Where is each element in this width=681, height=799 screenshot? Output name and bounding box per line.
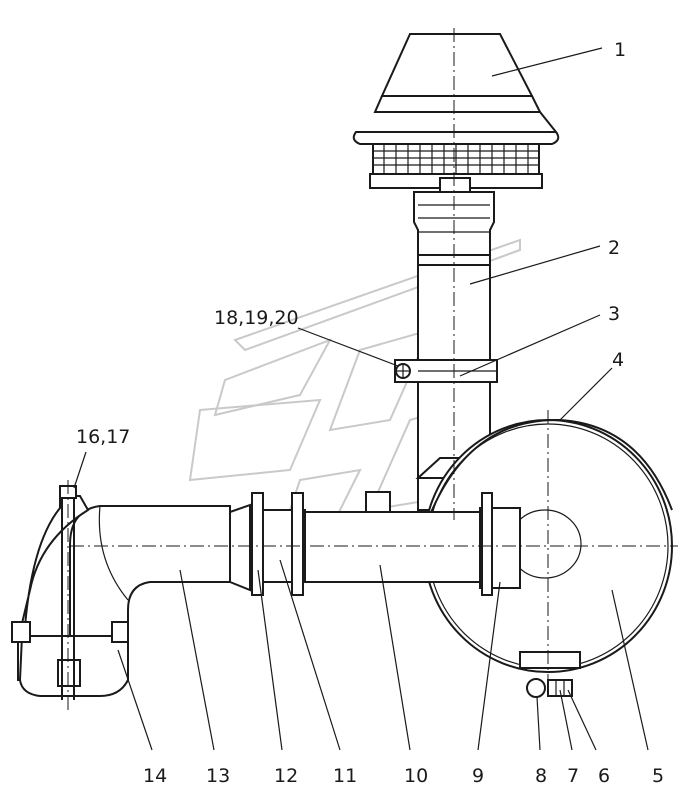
centerlines <box>67 28 678 710</box>
end-cap <box>11 485 129 700</box>
callout-12: 12 <box>274 765 298 787</box>
callout-10: 10 <box>404 765 428 787</box>
callout-18-19-20: 18,19,20 <box>214 307 299 329</box>
horizontal-pipe <box>304 491 521 589</box>
callout-14: 14 <box>143 765 167 787</box>
callout-13: 13 <box>206 765 230 787</box>
callout-7: 7 <box>567 765 579 787</box>
elbow-pipe <box>69 505 231 641</box>
leader-lines <box>73 47 649 751</box>
callout-4: 4 <box>612 349 624 371</box>
coupling <box>229 492 306 596</box>
callout-3: 3 <box>608 303 620 325</box>
intake-cap <box>352 33 560 193</box>
callout-5: 5 <box>652 765 664 787</box>
callout-11: 11 <box>333 765 357 787</box>
callout-16-17: 16,17 <box>76 426 130 448</box>
callout-8: 8 <box>535 765 547 787</box>
pipe-clamp <box>394 359 498 383</box>
callout-1: 1 <box>614 39 626 61</box>
housing-flange <box>481 492 493 596</box>
callout-6: 6 <box>598 765 610 787</box>
callout-labels: 1 2 3 4 5 6 7 8 9 10 11 12 13 14 16,17 1… <box>76 39 664 787</box>
callout-2: 2 <box>608 237 620 259</box>
callout-9: 9 <box>472 765 484 787</box>
